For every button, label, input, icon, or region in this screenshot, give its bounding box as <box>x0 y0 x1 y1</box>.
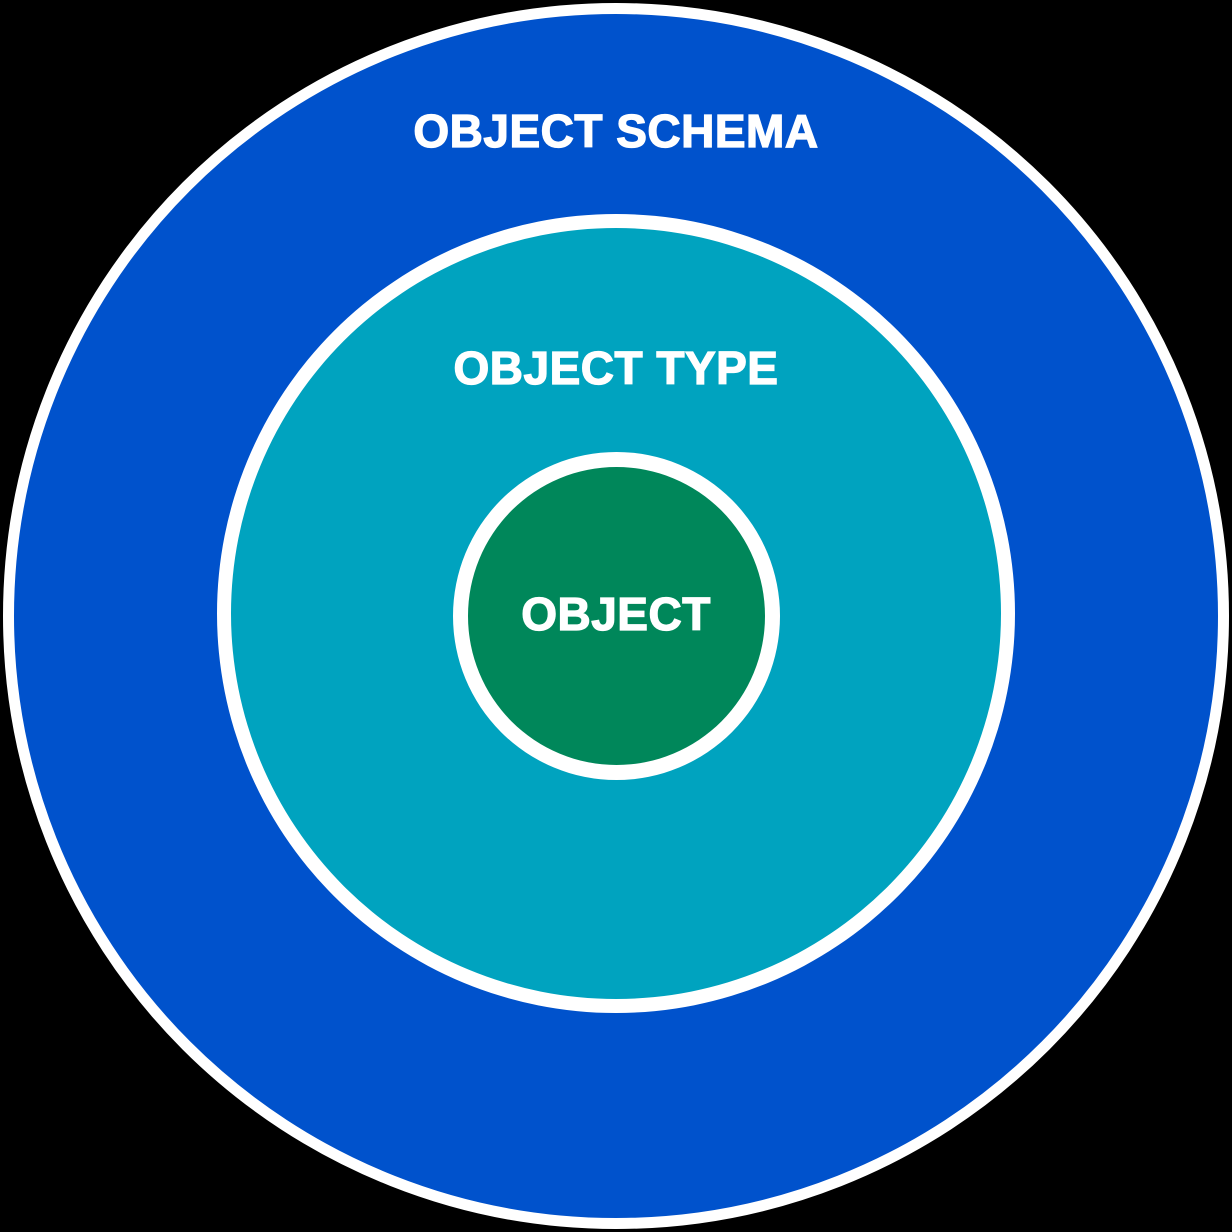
object-label: OBJECT <box>521 587 711 640</box>
object-schema-label: OBJECT SCHEMA <box>413 104 819 157</box>
object-type-label: OBJECT TYPE <box>453 341 779 394</box>
